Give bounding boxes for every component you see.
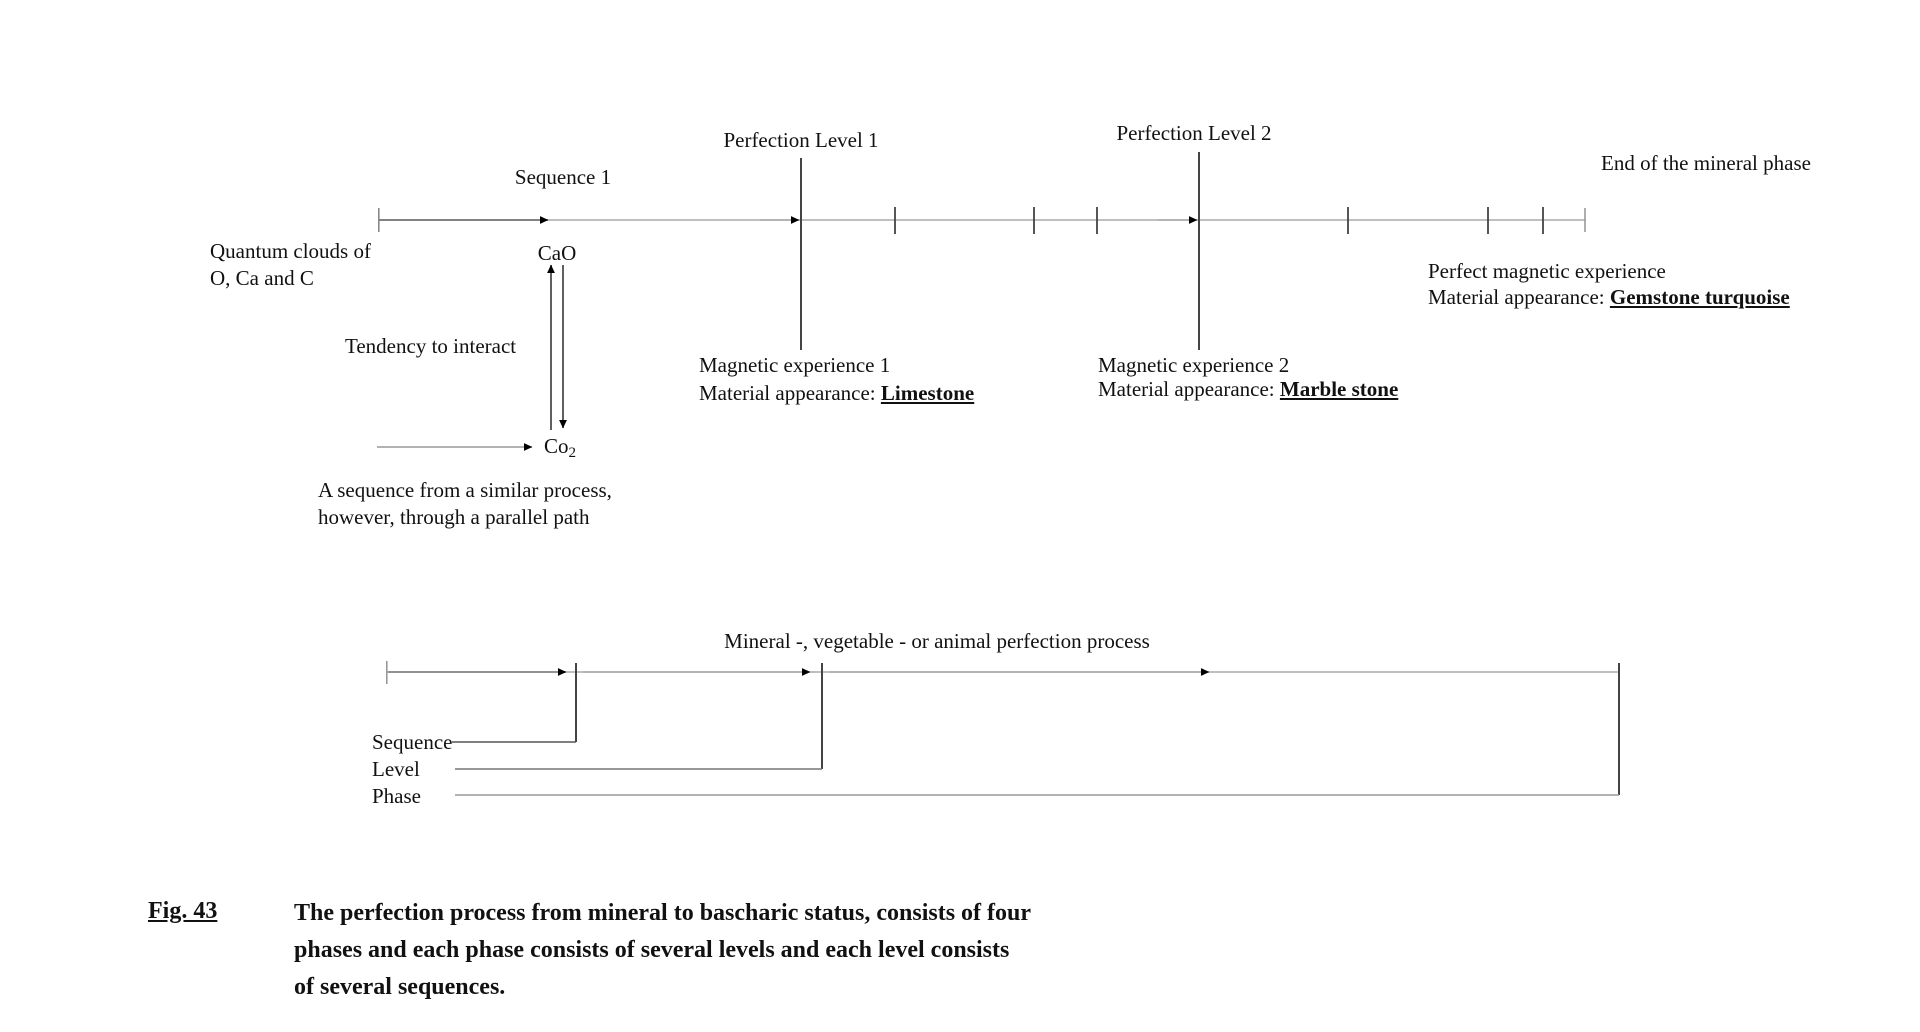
magnetic-experience-2-line-2: Material appearance: Marble stone — [1098, 376, 1398, 403]
perfection-level-2-marker — [1158, 152, 1200, 350]
figure-number: Fig. 43 — [148, 898, 218, 924]
perfect-magnetic-experience-line-1: Perfect magnetic experience — [1428, 259, 1666, 283]
figure-caption-line-1: The perfection process from mineral to b… — [294, 900, 1032, 926]
start-label-line-2: O, Ca and C — [210, 266, 314, 290]
start-label-line-1: Quantum clouds of — [210, 239, 371, 263]
tendency-to-interact-label: Tendency to interact — [345, 334, 517, 358]
perfection-level-2-label: Perfection Level 2 — [1116, 121, 1272, 145]
perfect-prefix: Material appearance: — [1428, 285, 1610, 309]
scale-label-sequence: Sequence — [372, 730, 453, 754]
parallel-path-note-line-2: however, through a parallel path — [318, 505, 590, 529]
sequence-1-label: Sequence 1 — [514, 165, 612, 189]
magnetic-experience-2-line-1: Magnetic experience 2 — [1098, 353, 1290, 377]
magnetic-2-material: Marble stone — [1279, 377, 1399, 401]
end-of-mineral-phase-label: End of the mineral phase — [1601, 151, 1811, 175]
magnetic-1-prefix: Material appearance: — [699, 381, 881, 405]
magnetic-1-material: Limestone — [880, 381, 975, 405]
cao-co2-interaction-arrows — [377, 264, 567, 451]
magnetic-experience-1-line-1: Magnetic experience 1 — [699, 353, 891, 377]
magnetic-experience-1-line-2: Material appearance: Limestone — [699, 380, 974, 407]
perfect-magnetic-experience-line-2: Material appearance: Gemstone turquoise — [1428, 284, 1790, 311]
perfect-material: Gemstone turquoise — [1609, 285, 1790, 309]
perfection-level-1-label: Perfection Level 1 — [723, 128, 879, 152]
upper-timeline-axis — [377, 208, 1586, 232]
lower-diagram-title: Mineral -, vegetable - or animal perfect… — [724, 629, 1150, 653]
scale-label-level: Level — [372, 757, 420, 781]
lower-diagram-axis — [385, 661, 1620, 684]
node-co2-base: Co — [544, 434, 569, 458]
node-co2-label: Co2 — [544, 433, 576, 464]
node-cao-label: CaO — [537, 241, 577, 265]
scale-label-phase: Phase — [372, 784, 421, 808]
figure-caption-line-2: phases and each phase consists of severa… — [294, 937, 1010, 963]
parallel-path-note-line-1: A sequence from a similar process, — [318, 478, 612, 502]
upper-timeline-ticks — [894, 207, 1544, 234]
node-co2-subscript: 2 — [568, 445, 577, 462]
magnetic-2-prefix: Material appearance: — [1098, 377, 1280, 401]
figure-caption-line-3: of several sequences. — [294, 974, 506, 1000]
lower-diagram-brackets — [452, 663, 1620, 796]
perfection-level-1-marker — [760, 158, 802, 350]
